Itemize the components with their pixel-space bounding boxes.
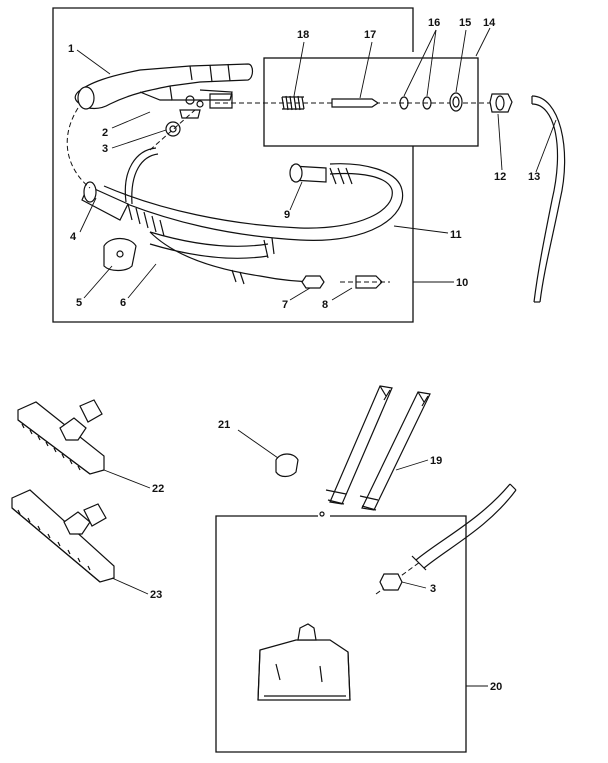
handle-part xyxy=(74,63,254,110)
label-5: 5 xyxy=(76,297,82,309)
pin-part-17 xyxy=(331,98,380,108)
floor-brush-part-23 xyxy=(11,489,115,583)
wand-parts-19 xyxy=(325,385,431,511)
label-13: 13 xyxy=(528,171,540,183)
label-19: 19 xyxy=(430,455,442,467)
hose-assembly-frame xyxy=(52,7,414,323)
label-14: 14 xyxy=(483,17,496,29)
label-12: 12 xyxy=(494,171,506,183)
clip-part-5 xyxy=(103,237,137,272)
label-17: 17 xyxy=(364,29,376,41)
hose-part-11 xyxy=(103,163,404,259)
label-16: 16 xyxy=(428,17,440,29)
label-10: 10 xyxy=(456,277,468,289)
label-22: 22 xyxy=(152,483,164,495)
label-8: 8 xyxy=(322,299,328,311)
hose-part-13 xyxy=(531,95,566,303)
label-4: 4 xyxy=(70,231,77,243)
label-1: 1 xyxy=(68,43,74,55)
label-3: 3 xyxy=(102,143,108,155)
label-18: 18 xyxy=(297,29,309,41)
clip-part-21 xyxy=(275,453,299,478)
top-labels: 1 2 3 18 17 16 15 14 12 13 4 9 11 5 6 7 … xyxy=(68,17,557,311)
oring-parts-16 xyxy=(399,96,432,110)
label-21: 21 xyxy=(218,419,230,431)
nut-part-3-lower xyxy=(379,573,403,591)
label-23: 23 xyxy=(150,589,162,601)
upholstery-tool xyxy=(257,623,351,701)
label-7: 7 xyxy=(282,299,288,311)
label-9: 9 xyxy=(284,209,290,221)
inner-parts-box xyxy=(263,57,479,147)
label-20: 20 xyxy=(490,681,502,693)
label-3-lower: 3 xyxy=(430,583,436,595)
nut-part-7 xyxy=(301,275,325,289)
connector-part-8 xyxy=(340,275,390,289)
label-2: 2 xyxy=(102,127,108,139)
label-6: 6 xyxy=(120,297,126,309)
label-11: 11 xyxy=(450,229,462,241)
hose-cuff-part-4 xyxy=(81,181,165,237)
wire-part-6 xyxy=(149,231,321,285)
connector-part-12 xyxy=(489,93,513,113)
lower-labels: 21 19 22 23 3 20 xyxy=(103,419,502,693)
spring-part-18 xyxy=(281,95,305,111)
floor-brush-part-22 xyxy=(17,399,105,475)
washer-part-15 xyxy=(449,92,463,112)
label-15: 15 xyxy=(459,17,471,29)
clip-part-2 xyxy=(179,109,201,119)
nut-part-3-top xyxy=(149,109,196,151)
upholstery-tool-box xyxy=(215,511,467,753)
